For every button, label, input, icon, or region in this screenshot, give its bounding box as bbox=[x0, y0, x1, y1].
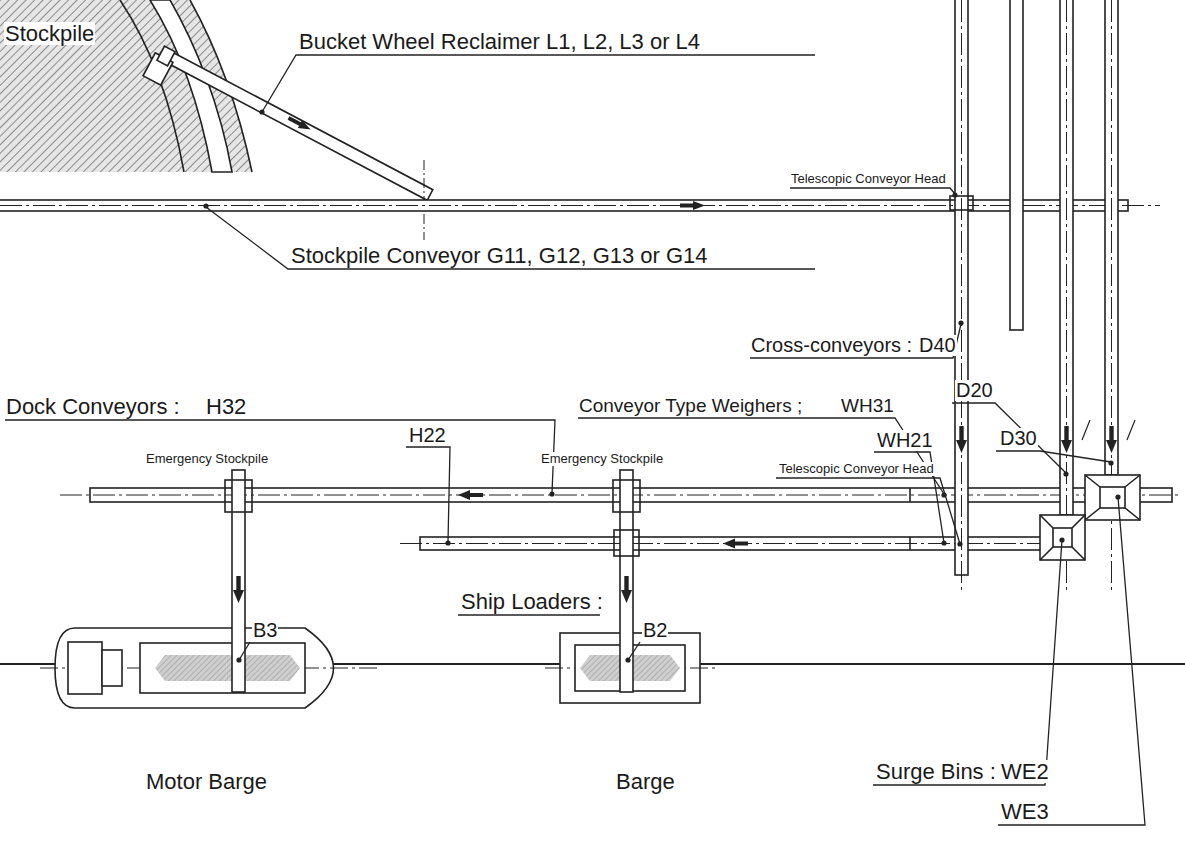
machine-label: Bucket Wheel Reclaimer L1, L2, L3 or L4 bbox=[298, 30, 701, 53]
flow-arrow bbox=[288, 116, 311, 129]
conveyor-label: Stockpile Conveyor G11, G12, G13 or G14 bbox=[290, 244, 709, 267]
leader-dot bbox=[625, 657, 630, 662]
group-label: Surge Bins : bbox=[875, 760, 997, 783]
bin-code: WE2 bbox=[1000, 760, 1050, 783]
conveyor-code: D30 bbox=[999, 428, 1038, 449]
flow-arrow bbox=[1061, 426, 1072, 453]
leader-dots bbox=[203, 109, 1120, 662]
area-label: Emergency Stockpile bbox=[540, 452, 664, 466]
group-label: Cross-conveyors : bbox=[750, 335, 913, 356]
group-label: Ship Loaders : bbox=[460, 590, 604, 613]
part-label: Telescopic Conveyor Head bbox=[778, 462, 935, 476]
loader-code: B3 bbox=[252, 620, 278, 641]
leader-dot bbox=[1063, 471, 1068, 476]
flow-arrow bbox=[233, 576, 244, 603]
flow-arrow bbox=[680, 201, 705, 210]
leader-dot bbox=[445, 540, 450, 545]
leader-dot bbox=[957, 541, 962, 546]
stockpile-label: Stockpile bbox=[4, 22, 95, 45]
conveyor-code: H22 bbox=[408, 425, 447, 446]
flow-arrow bbox=[1106, 426, 1117, 453]
part-label: Telescopic Conveyor Head bbox=[790, 172, 947, 186]
leader-dot bbox=[1115, 494, 1120, 499]
leader-dot bbox=[1108, 460, 1113, 465]
vessel-label: Motor Barge bbox=[145, 770, 268, 793]
leader-dot bbox=[958, 320, 963, 325]
conveyor-code: D20 bbox=[955, 380, 994, 401]
vessel-label: Barge bbox=[615, 770, 676, 793]
flow-arrows bbox=[233, 116, 1117, 603]
group-label: Conveyor Type Weighers ; bbox=[578, 396, 803, 416]
conveyor-code: H32 bbox=[205, 395, 247, 418]
flow-arrow bbox=[723, 539, 748, 549]
loader-code: B2 bbox=[642, 620, 668, 641]
leader-dot bbox=[952, 192, 957, 197]
flow-arrow bbox=[621, 576, 632, 603]
leader-dot bbox=[236, 657, 241, 662]
flow-arrow bbox=[956, 426, 967, 453]
bin-code: WE3 bbox=[1000, 800, 1050, 823]
weigher-code: WH21 bbox=[876, 430, 934, 451]
leader-dot bbox=[549, 491, 554, 496]
leader-dot bbox=[1059, 537, 1064, 542]
leader-lines bbox=[5, 55, 1145, 825]
leader-dot bbox=[259, 109, 264, 114]
leader-dot bbox=[203, 203, 208, 208]
weigher-code: WH31 bbox=[840, 396, 895, 416]
flow-arrow bbox=[458, 490, 483, 500]
conveyor-code: D40 bbox=[918, 335, 957, 356]
leader-dot bbox=[941, 492, 946, 497]
area-label: Emergency Stockpile bbox=[145, 452, 269, 466]
leader-dot bbox=[941, 540, 946, 545]
group-label: Dock Conveyors : bbox=[5, 395, 181, 418]
